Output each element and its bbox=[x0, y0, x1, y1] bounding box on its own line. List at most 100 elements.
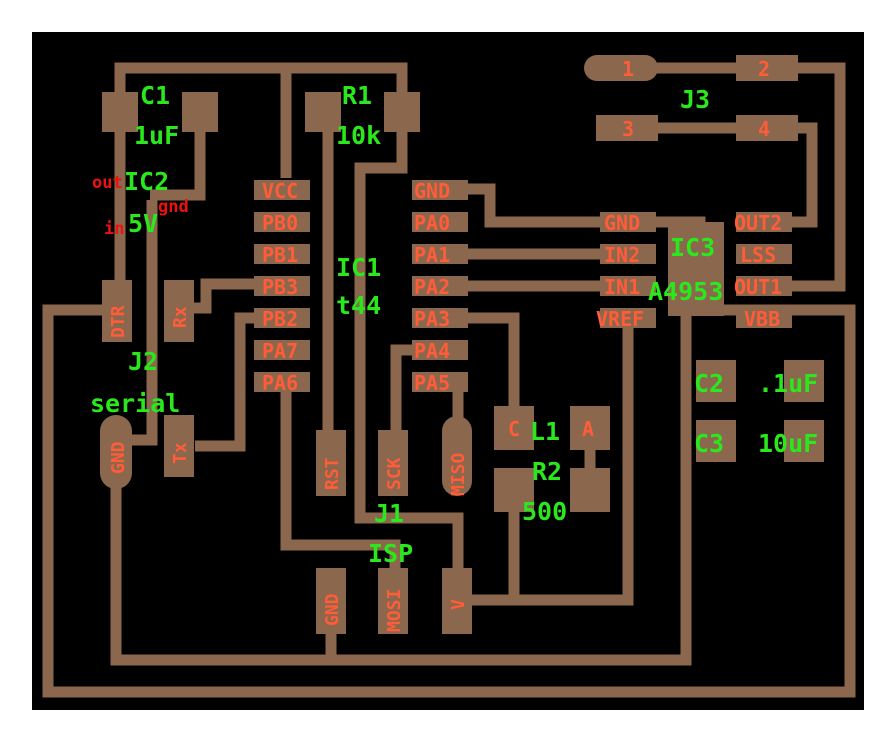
pad-j1-miso bbox=[442, 416, 472, 496]
rotated-pad-labels: DTR Rx GND Tx RST SCK MISO GND MOSI V bbox=[108, 305, 469, 632]
trace-gnd-bottom bbox=[110, 300, 692, 666]
pad-ic1-r2 bbox=[412, 212, 468, 232]
pad-ic1-l6 bbox=[254, 340, 310, 360]
ic1-pin-label: GND bbox=[414, 179, 450, 203]
ic2-gnd-marker: gnd bbox=[158, 197, 189, 217]
ic2-in-marker: in bbox=[104, 219, 124, 239]
pad-ic1-r1 bbox=[412, 180, 468, 200]
r1-ref: R1 bbox=[342, 81, 372, 110]
j3-pin-label: 4 bbox=[758, 117, 770, 141]
pad-ic1-r5 bbox=[412, 308, 468, 328]
ic3-value: A4953 bbox=[648, 277, 723, 306]
regulator-pin-markers: out gnd in bbox=[92, 173, 189, 239]
r2-ref: R2 bbox=[532, 457, 562, 486]
ic1-pin-label: PA5 bbox=[414, 371, 450, 395]
l1-ref: L1 bbox=[530, 417, 560, 446]
pad-j1-gnd bbox=[316, 568, 346, 634]
pad-c3-2 bbox=[784, 420, 824, 462]
c2-ref: C2 bbox=[694, 369, 724, 398]
pad-j2-tx bbox=[164, 415, 194, 477]
pad-r1-2 bbox=[384, 92, 420, 132]
j2-ref: J2 bbox=[128, 347, 158, 376]
pad-ic3-thermal bbox=[668, 222, 724, 316]
pad-ic1-l2 bbox=[254, 212, 310, 232]
pad-ic1-l5 bbox=[254, 308, 310, 328]
pad-j3-1 bbox=[584, 55, 658, 81]
c1-ref: C1 bbox=[140, 81, 170, 110]
component-labels: C1 1uF R1 10k IC2 5V IC1 t44 J2 serial J… bbox=[90, 81, 818, 568]
j3-pin-label: 3 bbox=[622, 117, 634, 141]
pad-j1-rst bbox=[316, 430, 346, 496]
ic1-pin-label: VCC bbox=[262, 179, 298, 203]
j1-pin-label: GND bbox=[322, 593, 343, 626]
ic3-ref: IC3 bbox=[670, 233, 715, 262]
j1-pin-label: MOSI bbox=[384, 589, 405, 632]
trace-pa3-led bbox=[466, 312, 520, 430]
pad-ic3-r1 bbox=[736, 212, 792, 232]
ic3-pin-label: VBB bbox=[744, 307, 780, 331]
pad-c1-1 bbox=[102, 92, 138, 132]
ic1-ref: IC1 bbox=[336, 253, 381, 282]
ic1-pin-label: PA6 bbox=[262, 371, 298, 395]
ic1-pin-label: PA3 bbox=[414, 307, 450, 331]
j2-value: serial bbox=[90, 389, 180, 418]
trace-pb3-rx bbox=[188, 278, 262, 314]
pad-ic3-r3 bbox=[736, 276, 792, 296]
ic1-pin-label: PB2 bbox=[262, 307, 298, 331]
pad-c3-1 bbox=[696, 420, 736, 462]
c3-value: 10uF bbox=[758, 429, 818, 458]
ic2-ref: IC2 bbox=[124, 167, 169, 196]
pad-j2-gnd bbox=[100, 415, 132, 489]
j1-pin-label: RST bbox=[322, 457, 343, 490]
j1-pin-label: V bbox=[448, 599, 469, 610]
pad-r2-2 bbox=[570, 468, 610, 512]
pad-ic1-l1 bbox=[254, 180, 310, 200]
pad-j3-2 bbox=[736, 55, 798, 81]
pad-j3-3 bbox=[596, 115, 658, 141]
j3-pin-label: 1 bbox=[622, 57, 634, 81]
pad-c2-1 bbox=[696, 360, 736, 402]
ic3-pin-label: IN2 bbox=[604, 243, 640, 267]
ic3-pin-label: LSS bbox=[740, 243, 776, 267]
ic2-value: 5V bbox=[128, 209, 158, 238]
pad-ic1-l4 bbox=[254, 276, 310, 296]
c1-value: 1uF bbox=[134, 121, 179, 150]
pad-ic1-r7 bbox=[412, 372, 468, 392]
j1-pin-label: MISO bbox=[448, 452, 469, 496]
ic1-pin-label: PA1 bbox=[414, 243, 450, 267]
pad-ic3-l2 bbox=[600, 244, 656, 264]
c2-value: .1uF bbox=[758, 369, 818, 398]
trace-j3-2-out1 bbox=[760, 62, 846, 292]
pad-j2-rx bbox=[164, 280, 194, 342]
c3-ref: C3 bbox=[694, 429, 724, 458]
pad-c1-2 bbox=[182, 92, 218, 132]
pad-ic3-l4 bbox=[600, 308, 656, 328]
j2-pin-label: DTR bbox=[108, 305, 129, 338]
r2-value: 500 bbox=[522, 497, 567, 526]
pad-j1-v bbox=[442, 568, 472, 634]
pad-j2-dtr bbox=[102, 280, 132, 342]
j3-ref: J3 bbox=[680, 85, 710, 114]
ic1-pin-label: PA4 bbox=[414, 339, 450, 363]
j2-pin-label: GND bbox=[108, 441, 129, 474]
ic1-pin-label: PB0 bbox=[262, 211, 298, 235]
j3-pin-label: 2 bbox=[758, 57, 770, 81]
ic3-pin-label: GND bbox=[604, 211, 640, 235]
ic1-pin-label: PB3 bbox=[262, 275, 298, 299]
pad-j3-4 bbox=[736, 115, 798, 141]
trace-r2-vref bbox=[508, 318, 634, 606]
trace-r1-v bbox=[354, 130, 464, 572]
pad-c2-2 bbox=[784, 360, 824, 402]
pad-l1-c bbox=[494, 406, 534, 450]
pad-labels: VCC PB0 PB1 PB3 PB2 PA7 PA6 GND PA0 PA1 … bbox=[262, 57, 782, 441]
j1-value: ISP bbox=[368, 539, 413, 568]
j2-pin-label: Rx bbox=[170, 306, 191, 328]
ic2-out-marker: out bbox=[92, 173, 123, 193]
pad-ic3-l3 bbox=[600, 276, 656, 296]
ic1-pin-label: PA7 bbox=[262, 339, 298, 363]
j1-ref: J1 bbox=[374, 499, 404, 528]
led-cathode-label: C bbox=[508, 417, 520, 441]
trace-pa6-mosi bbox=[280, 392, 401, 572]
ic1-pin-label: PA2 bbox=[414, 275, 450, 299]
